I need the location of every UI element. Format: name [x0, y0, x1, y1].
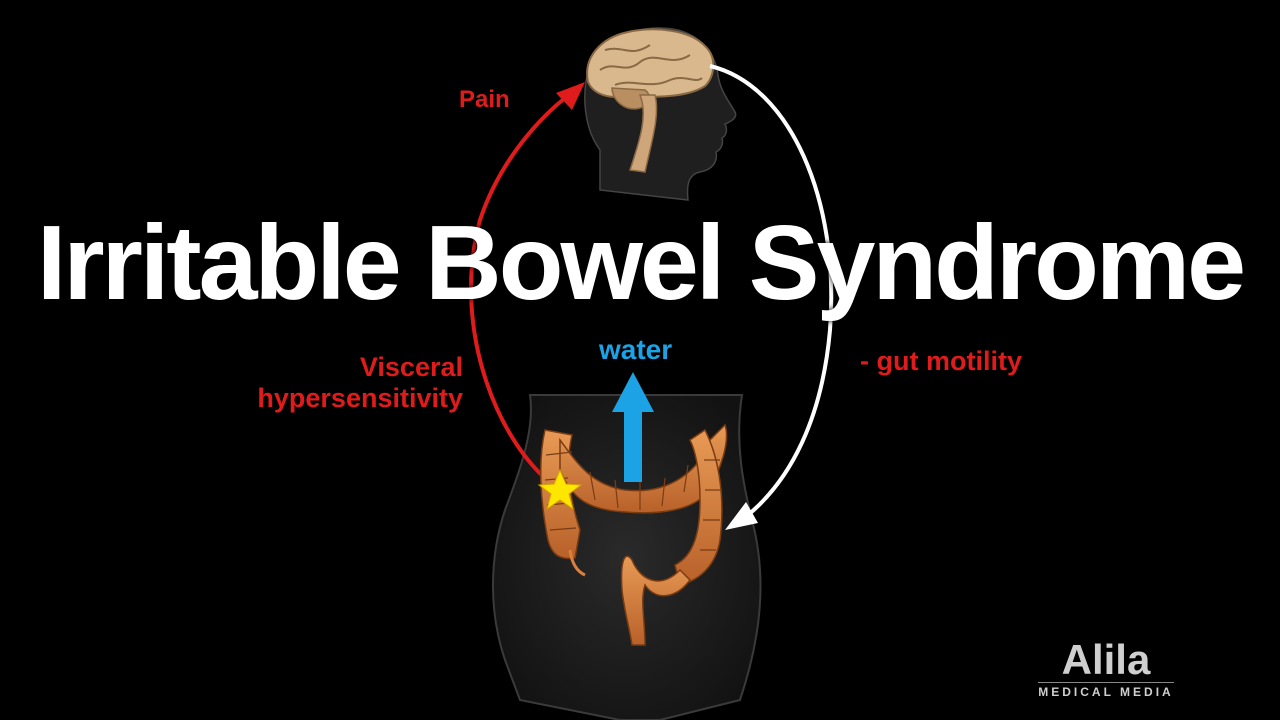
pain-arrowhead: [556, 82, 585, 110]
visceral-line1: Visceral: [359, 352, 463, 382]
visceral-hypersensitivity-label: Visceral hypersensitivity: [255, 352, 463, 414]
motility-arrow: [709, 64, 834, 530]
pain-arrow: [469, 82, 585, 492]
colon-icon: [540, 423, 728, 646]
visceral-line2: hypersensitivity: [257, 383, 463, 413]
pain-label: Pain: [459, 86, 510, 113]
water-arrowhead: [612, 372, 654, 412]
motility-arrowhead: [725, 502, 758, 530]
gut-motility-label: - gut motility: [860, 346, 1022, 376]
logo-name: Alila: [1061, 636, 1151, 683]
logo-subtitle: MEDICAL MEDIA: [1038, 682, 1174, 699]
brain-icon: [586, 28, 715, 173]
star-icon: [537, 468, 583, 511]
brand-logo: Alila MEDICAL MEDIA: [1034, 638, 1178, 701]
water-label: water: [599, 334, 673, 365]
page-title: Irritable Bowel Syndrome: [36, 204, 1246, 322]
water-arrow: [612, 372, 654, 482]
